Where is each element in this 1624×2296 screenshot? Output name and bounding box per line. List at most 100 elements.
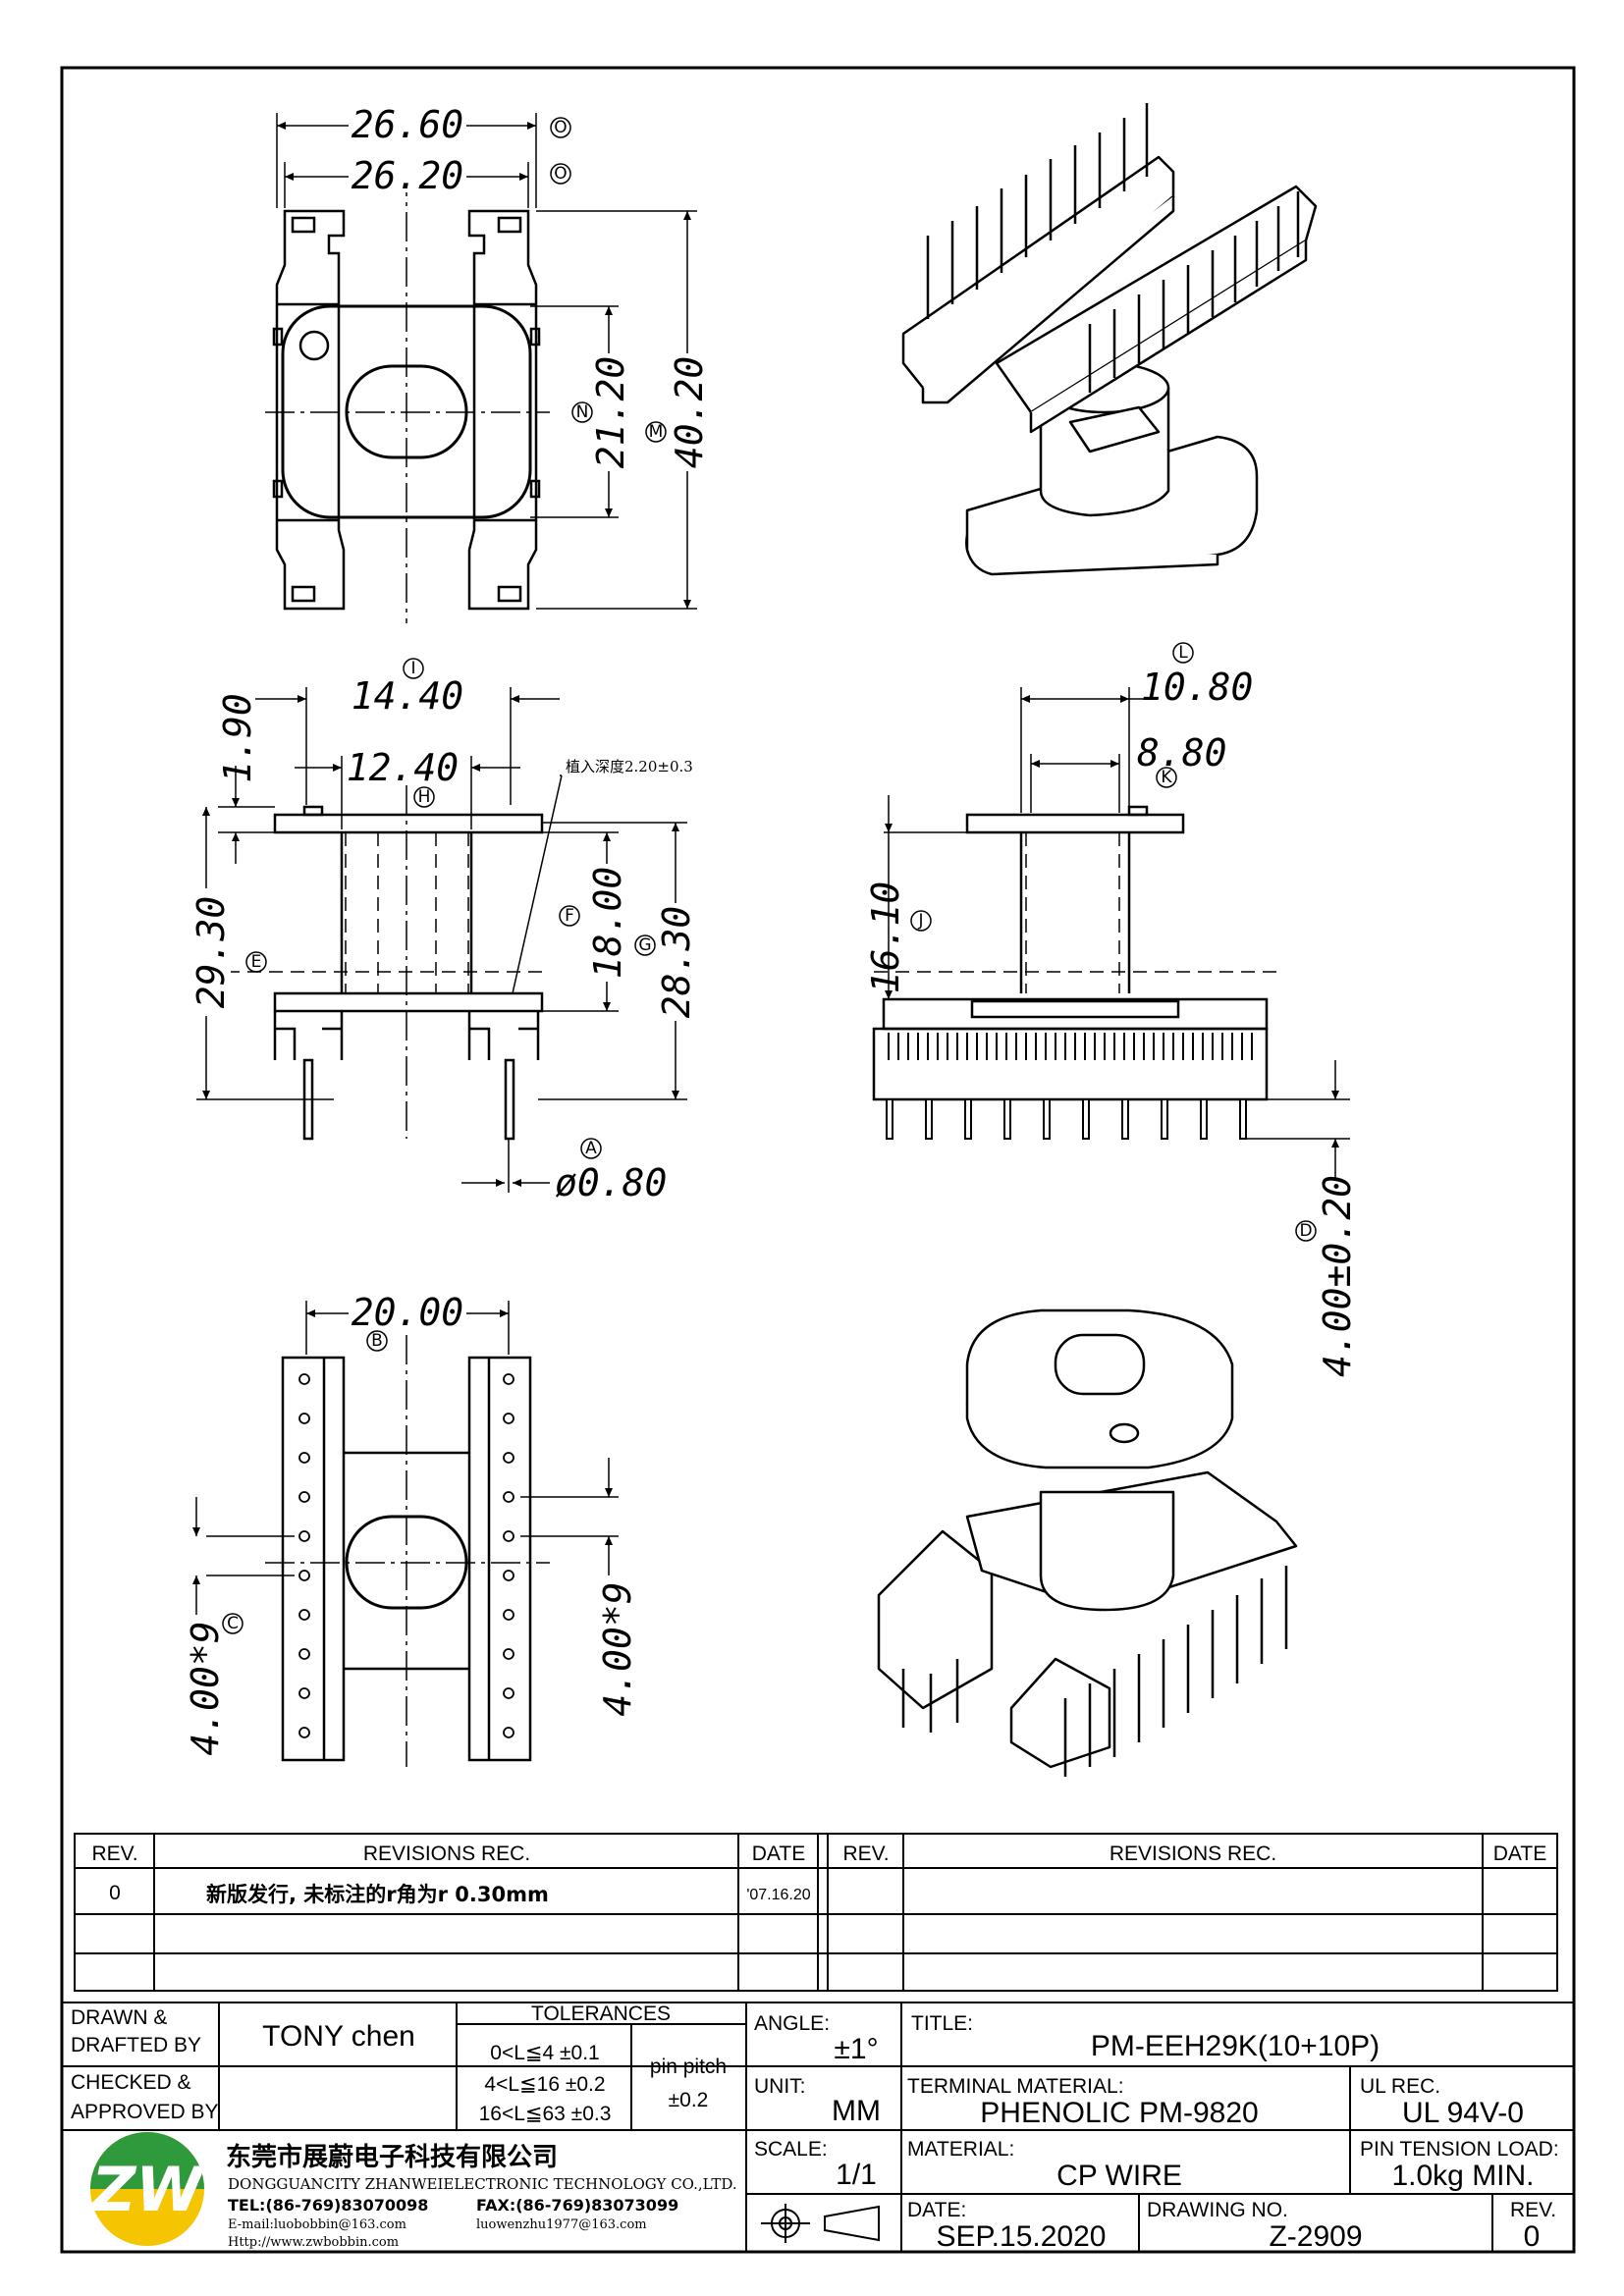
title-block	[61, 2002, 1575, 2253]
svg-text:ZW: ZW	[89, 2154, 205, 2225]
note-insert-depth: 植入深度2.20±0.3	[566, 758, 693, 775]
pin-pitch-value: ±0.2	[669, 2089, 709, 2111]
bottom-view-pins	[298, 1373, 514, 1738]
rev-row-rec: 新版发行, 未标注的r角为r 0.30mm	[206, 1883, 549, 1906]
ul-value: UL 94V-0	[1402, 2097, 1524, 2129]
dim-front-width-outer: 14.40	[352, 674, 463, 718]
rev-header-date: DATE	[752, 1842, 805, 1865]
drawn-label: DRAWN &	[71, 2006, 167, 2029]
dim-pitch-left: 4.00*9	[184, 1621, 227, 1755]
tolerance-row-2: 4<L≦16 ±0.2	[484, 2073, 605, 2096]
date-value: SEP.15.2020	[937, 2220, 1107, 2253]
rev-row-rev: 0	[109, 1882, 121, 1904]
company-fax: FAX:(86-769)83073099	[476, 2196, 678, 2215]
rev-header-rev: REV.	[91, 1842, 137, 1865]
ref-k: K	[1161, 768, 1172, 787]
dim-side-height: 16.10	[864, 881, 907, 993]
ref-d: D	[1299, 1221, 1312, 1241]
rev-value: 0	[1524, 2220, 1541, 2253]
unit-value: MM	[832, 2095, 881, 2127]
front-view-hidden	[226, 832, 550, 993]
pin-tension-label: PIN TENSION LOAD:	[1360, 2138, 1559, 2161]
company-logo: ZW	[89, 2132, 205, 2246]
drafted-label: DRAFTED BY	[71, 2034, 201, 2056]
front-view	[273, 805, 544, 1141]
projection-symbol-icon	[761, 2204, 880, 2243]
iso-view-bottom	[877, 1308, 1298, 1769]
ul-label: UL REC.	[1360, 2075, 1440, 2098]
tolerance-row-1: 0<L≦4 ±0.1	[490, 2042, 599, 2064]
ref-j: J	[917, 911, 923, 931]
drawing-title: PM-EEH29K(10+10P)	[1091, 2030, 1380, 2062]
drawing-no-label: DRAWING NO.	[1147, 2199, 1288, 2221]
rev-row-date: '07.16.20	[746, 1887, 810, 1903]
ref-m: M	[649, 422, 664, 442]
date-label: DATE:	[907, 2199, 966, 2221]
tolerances-label: TOLERANCES	[531, 2002, 671, 2025]
company-email-2: luowenzhu1977@163.com	[476, 2217, 647, 2232]
ref-f: F	[565, 906, 574, 926]
top-view-centerlines	[265, 167, 550, 623]
side-view-dimensions	[884, 687, 1350, 1178]
dim-top-height-inner: 21.20	[589, 356, 632, 468]
rev-header-rec-2: REVISIONS REC.	[1110, 1842, 1276, 1865]
angle-value: ±1°	[834, 2033, 878, 2065]
ref-n: N	[576, 402, 589, 422]
dim-front-height-total: 29.30	[189, 896, 233, 1008]
dim-front-width-inner: 12.40	[347, 746, 459, 789]
title-label: TITLE:	[911, 2012, 973, 2035]
company-tel: TEL:(86-769)83070098	[228, 2196, 428, 2215]
material-value: CP WIRE	[1056, 2160, 1182, 2192]
ref-c: C	[227, 1614, 239, 1633]
iso-view-top-pins	[926, 103, 1300, 393]
ref-o1: O	[554, 118, 567, 137]
rev-label: REV.	[1510, 2199, 1556, 2221]
scale-label: SCALE:	[754, 2138, 828, 2161]
dim-pin-diameter: ø0.80	[555, 1161, 667, 1204]
dim-top-width-inner: 26.20	[352, 154, 463, 197]
side-view-hidden	[874, 832, 1276, 993]
company-name-en: DONGGUANCITY ZHANWEIELECTRONIC TECHNOLOG…	[228, 2175, 737, 2193]
company-name-cn: 东莞市展蔚电子科技有限公司	[226, 2142, 558, 2172]
revisions-table	[74, 1833, 1558, 1992]
bottom-view-dimensions	[192, 1301, 619, 1615]
company-email: E-mail:luobobbin@163.com	[228, 2217, 406, 2232]
dim-top-width-outer: 26.60	[352, 103, 463, 146]
side-view	[872, 805, 1269, 1101]
drawn-by: TONY chen	[262, 2020, 415, 2053]
iso-view-top	[901, 155, 1318, 576]
ref-h: H	[418, 787, 431, 807]
dim-pin-length: 4.00±0.20	[1316, 1175, 1359, 1377]
ref-o2: O	[554, 164, 567, 184]
unit-label: UNIT:	[754, 2075, 806, 2098]
company-website: Http://www.zwbobbin.com	[228, 2235, 399, 2250]
material-label: MATERIAL:	[907, 2138, 1014, 2161]
dim-side-width-outer: 10.80	[1141, 666, 1253, 709]
dim-top-height-outer: 40.20	[668, 356, 711, 468]
dim-front-height-window: 18.00	[586, 867, 629, 979]
ref-i: I	[410, 659, 415, 678]
dim-front-flange: 1.90	[216, 693, 259, 783]
pin-tension-value: 1.0kg MIN.	[1391, 2160, 1534, 2192]
dim-pitch-right: 4.00*9	[596, 1581, 639, 1716]
angle-label: ANGLE:	[754, 2012, 830, 2035]
approved-label: APPROVED BY	[71, 2101, 219, 2123]
rev-header-date-2: DATE	[1493, 1842, 1546, 1865]
dim-bottom-width: 20.00	[352, 1291, 463, 1334]
iso-view-bottom-pins	[901, 1566, 1288, 1777]
ref-l: L	[1178, 643, 1188, 663]
side-view-fins	[888, 1033, 1253, 1060]
scale-value: 1/1	[836, 2159, 877, 2191]
rev-header-rev-2: REV.	[842, 1842, 889, 1865]
drawing-number: Z-2909	[1269, 2220, 1362, 2253]
pin-pitch-label: pin pitch	[650, 2056, 727, 2078]
ref-a: A	[585, 1139, 597, 1158]
dim-front-height-mid: 28.30	[655, 906, 698, 1018]
tolerance-row-3: 16<L≦63 ±0.3	[479, 2103, 612, 2125]
ref-g: G	[638, 935, 651, 955]
ref-b: B	[371, 1331, 383, 1351]
side-view-pins	[886, 1098, 1247, 1140]
dim-side-width-inner: 8.80	[1137, 731, 1227, 774]
checked-label: CHECKED &	[71, 2071, 191, 2094]
